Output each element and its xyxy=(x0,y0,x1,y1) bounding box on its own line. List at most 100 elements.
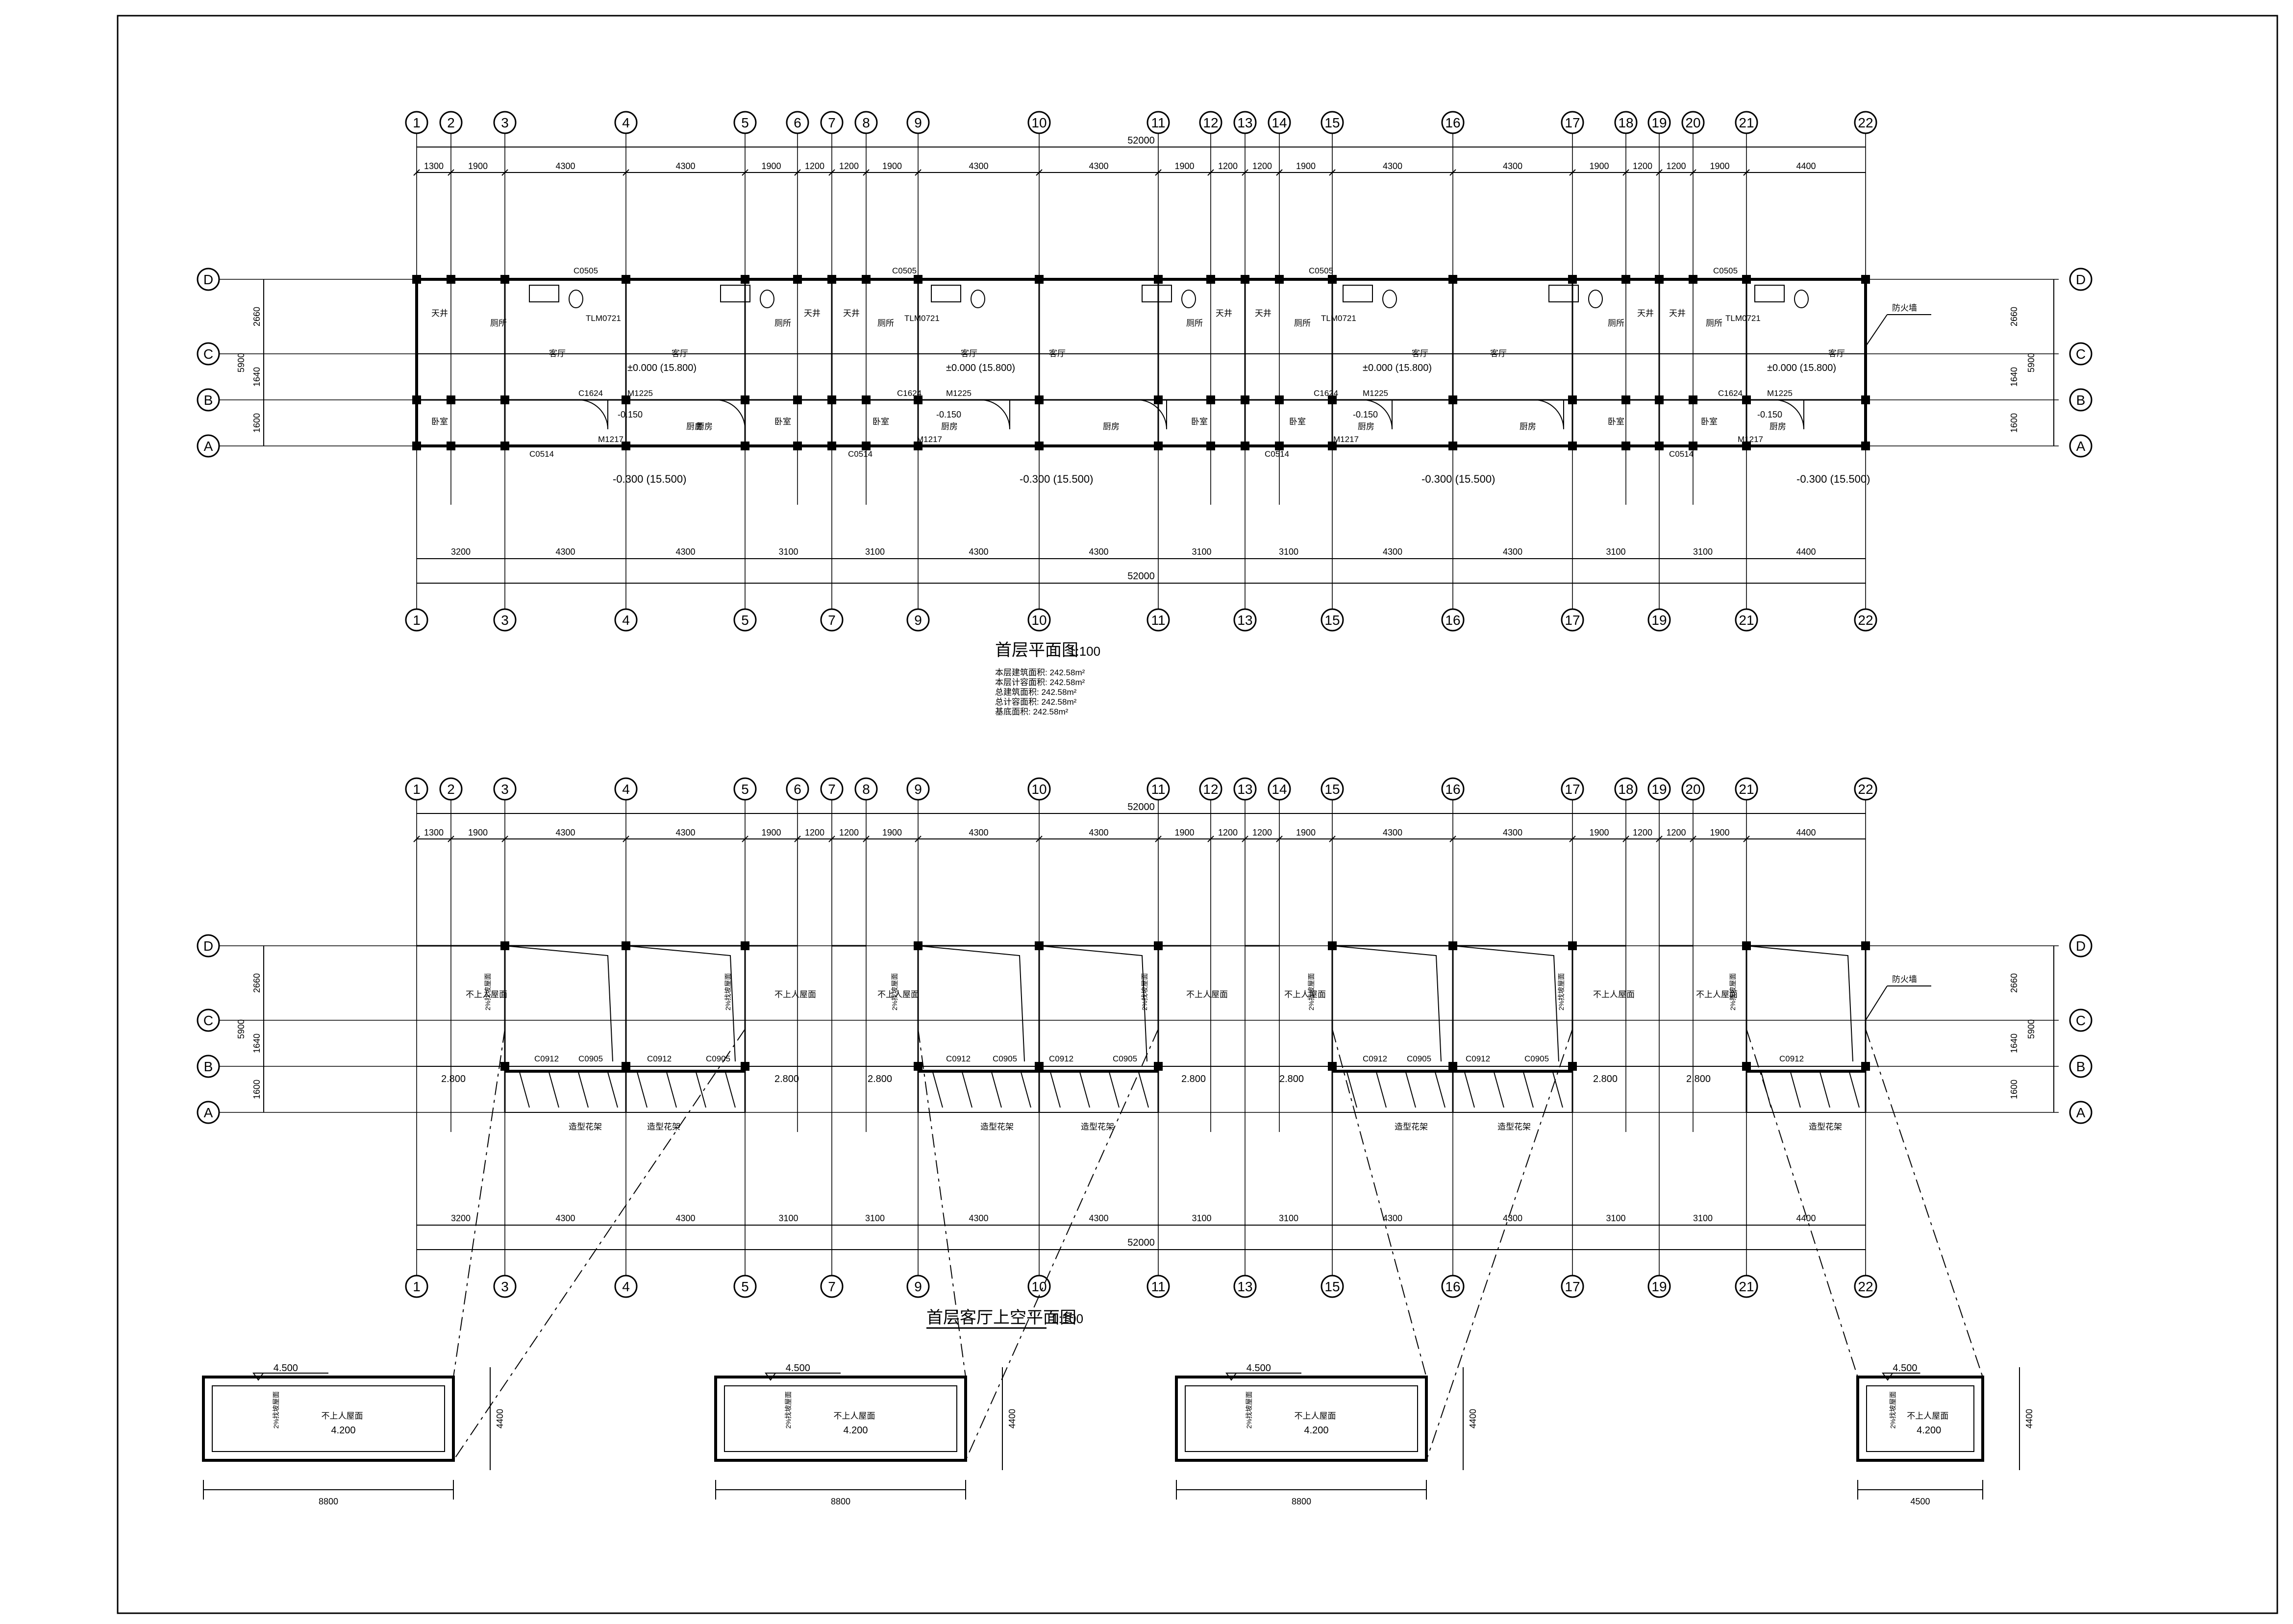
row-bubble xyxy=(2069,268,2093,291)
axis-label: 20 xyxy=(1685,115,1700,130)
axis-label: 22 xyxy=(1858,115,1873,130)
axis-label: 16 xyxy=(1445,1279,1460,1294)
window-tag: C0905 xyxy=(1407,1054,1431,1063)
axis-label: 16 xyxy=(1445,782,1460,797)
flower-rack-label: 造型花架 xyxy=(647,1122,680,1132)
dim-tick xyxy=(413,169,420,176)
structural-column xyxy=(1861,1062,1870,1071)
detail-roof-level: 4.200 xyxy=(844,1425,868,1436)
slope-line xyxy=(1452,945,1559,1062)
flower-rack-slat xyxy=(1790,1072,1801,1108)
axis-label: 3 xyxy=(501,1279,509,1294)
room-label-kitchen: 厨房 xyxy=(941,422,958,431)
chain-dim: 4400 xyxy=(1796,547,1816,557)
dim-tick xyxy=(1656,169,1663,176)
structural-column xyxy=(741,1062,749,1071)
door-swing xyxy=(578,399,608,430)
chain-dim: 1900 xyxy=(1589,161,1609,171)
structural-column xyxy=(793,395,802,404)
room-label-tianjing: 天井 xyxy=(431,309,448,318)
axis-label: 4 xyxy=(622,1279,630,1294)
row-label: A xyxy=(204,1105,213,1120)
leader-line xyxy=(1865,314,1888,347)
level-label: 2.800 xyxy=(868,1074,892,1084)
side-dim: 1600 xyxy=(2009,413,2019,433)
window-tag: C0905 xyxy=(578,1054,603,1063)
flower-rack-slat xyxy=(1464,1072,1475,1108)
side-dim: 1640 xyxy=(2009,367,2019,387)
chain-dim: 1300 xyxy=(424,161,444,171)
chain-dim: 1200 xyxy=(1218,828,1238,837)
floor-level: ±0.000 (15.800) xyxy=(1767,363,1836,373)
detail-slope-label: 2%找坡屋面 xyxy=(272,1391,280,1428)
chain-dim: 4300 xyxy=(1503,547,1522,557)
dim-tick xyxy=(1690,169,1696,176)
dim-tick xyxy=(1155,169,1162,176)
axis-label: 19 xyxy=(1651,115,1667,130)
room-label-living: 客厅 xyxy=(549,349,566,358)
flower-rack-slat xyxy=(1552,1072,1563,1108)
structural-column xyxy=(1568,275,1577,284)
row-bubble xyxy=(197,1055,220,1078)
structural-column xyxy=(1689,395,1697,404)
chain-dim: 4300 xyxy=(1503,828,1522,837)
axis-label: 13 xyxy=(1237,115,1252,130)
dim-tick xyxy=(828,169,835,176)
room-label-kitchen: 厨房 xyxy=(1770,422,1786,431)
detail-leader xyxy=(1332,1029,1427,1378)
row-label: C xyxy=(2076,1013,2086,1028)
door-tag: M1217 xyxy=(1333,435,1359,444)
detail-roof-level: 4.200 xyxy=(1304,1425,1329,1436)
structural-column xyxy=(1861,941,1870,950)
row-label: C xyxy=(203,346,213,362)
structural-column xyxy=(447,275,455,284)
chain-dim: 3100 xyxy=(865,547,885,557)
axis-label: 11 xyxy=(1151,613,1165,628)
chain-dim: 1900 xyxy=(761,161,781,171)
chain-dim: 4300 xyxy=(675,828,695,837)
dim-tick xyxy=(1329,169,1336,176)
structural-column xyxy=(1621,395,1630,404)
axis-bubble xyxy=(405,608,428,632)
chain-dim: 1900 xyxy=(1174,828,1194,837)
flower-rack-slat xyxy=(1021,1072,1031,1108)
chain-dim: 4300 xyxy=(1089,828,1108,837)
flower-rack-label: 造型花架 xyxy=(980,1122,1014,1132)
axis-label: 21 xyxy=(1739,1279,1754,1294)
axis-label: 22 xyxy=(1858,782,1873,797)
structural-column xyxy=(1448,395,1457,404)
room-label-tianjing: 天井 xyxy=(1216,309,1232,318)
axis-label: 17 xyxy=(1565,1279,1580,1294)
detail-slope-label: 2%找坡屋面 xyxy=(784,1391,792,1428)
structural-column xyxy=(1621,275,1630,284)
dim-tick xyxy=(1329,836,1336,842)
structural-column xyxy=(827,275,836,284)
flower-rack-label: 造型花架 xyxy=(1809,1122,1842,1132)
axis-label: 10 xyxy=(1031,613,1047,628)
window-tag: C0912 xyxy=(1466,1054,1490,1063)
axis-bubble xyxy=(1146,1275,1170,1298)
window-tag: C0514 xyxy=(1669,449,1694,459)
axis-label: 22 xyxy=(1858,613,1873,628)
axis-label: 15 xyxy=(1324,115,1340,130)
structural-column xyxy=(622,395,630,404)
axis-bubble xyxy=(493,608,517,632)
window-tag: C0505 xyxy=(892,266,917,275)
axis-bubble xyxy=(1561,1275,1584,1298)
kitchen-level: -0.150 xyxy=(618,410,643,419)
room-label-toilet: 厕所 xyxy=(1294,319,1311,328)
axis-label: 18 xyxy=(1618,115,1633,130)
structural-column xyxy=(914,1062,922,1071)
window-tag: C1624 xyxy=(1718,389,1743,398)
dim-tick xyxy=(623,169,629,176)
detail-outer-wall xyxy=(202,1376,455,1462)
dim-tick xyxy=(501,169,508,176)
chain-dim: 3200 xyxy=(451,547,471,557)
axis-label: 16 xyxy=(1445,613,1460,628)
chain-dim: 1900 xyxy=(882,828,902,837)
area-note: 总计容面积: 242.58m² xyxy=(995,697,1077,707)
structural-column xyxy=(447,442,455,450)
axis-label: 19 xyxy=(1651,1279,1667,1294)
level-marker xyxy=(1225,1373,1237,1381)
